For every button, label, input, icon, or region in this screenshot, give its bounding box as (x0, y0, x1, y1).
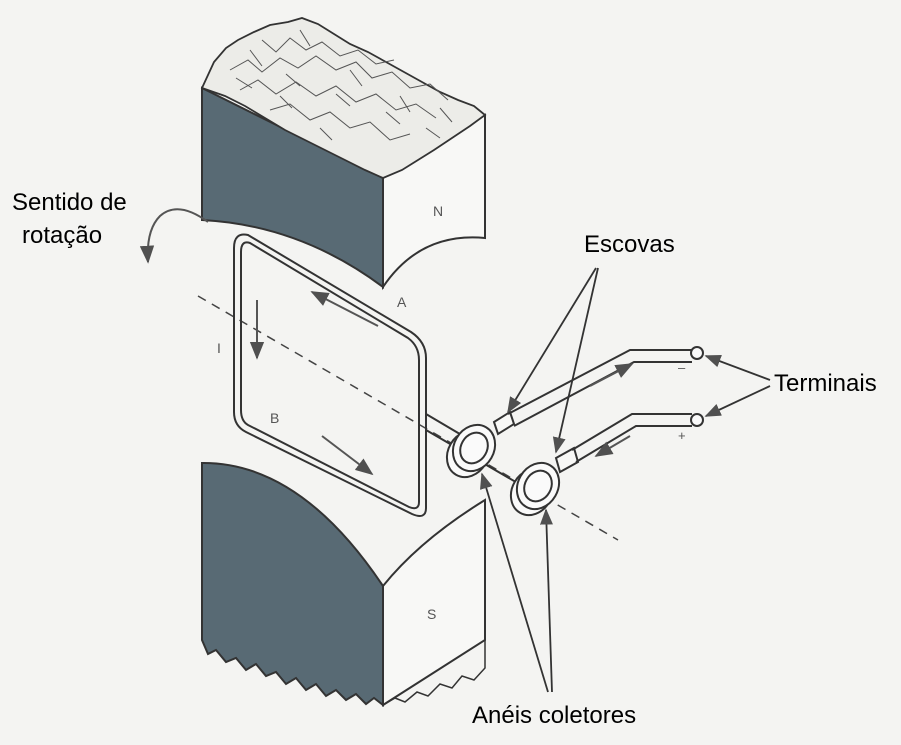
brushes-label: Escovas (584, 231, 675, 258)
south-pole-label: S (427, 606, 436, 622)
terminal-plus-post (690, 413, 704, 427)
slip-ring-1 (445, 423, 497, 479)
slip-ring-2 (509, 461, 561, 517)
rotation-label-line2: rotação (22, 222, 103, 249)
pointer-brushes-1 (507, 267, 597, 414)
side-a-label: A (397, 294, 407, 310)
slip-rings-label: Anéis coletores (472, 702, 637, 729)
north-pole-rough-top (200, 17, 487, 179)
current-label: I (217, 340, 221, 356)
pointer-terminals-2 (704, 385, 771, 417)
pointer-brushes-2 (552, 267, 599, 454)
current-arrow-bottom (321, 435, 374, 476)
brush-2 (554, 446, 580, 474)
coil-inner (240, 241, 420, 510)
north-pole-label: N (433, 203, 443, 219)
side-b-label: B (270, 410, 279, 426)
south-pole: S (201, 461, 486, 708)
current-arrow-top (310, 291, 379, 327)
lead-arrow-upper (589, 363, 634, 387)
pointer-slip-rings-2 (540, 508, 553, 693)
pointer-slip-rings-1 (480, 472, 549, 693)
south-pole-jagged-edge (382, 640, 486, 706)
terminal-minus-post (690, 346, 704, 360)
north-pole: N (200, 17, 487, 291)
north-pole-front-face (201, 86, 384, 289)
north-pole-side-face (382, 113, 486, 291)
terminal-plus-sign: + (678, 428, 686, 443)
rotation-direction-arrow (139, 208, 209, 264)
brush-1 (492, 410, 516, 436)
lead-wire-upper (507, 349, 692, 427)
terminals-label: Terminais (774, 370, 877, 397)
south-pole-front-face (201, 461, 384, 708)
north-pole-texture (229, 29, 453, 141)
terminal-minus-sign: – (678, 360, 686, 375)
lead-arrow-lower (594, 435, 631, 457)
rotation-label-line1: Sentido de (12, 189, 127, 216)
label-pointers (480, 267, 771, 693)
coil-outer (233, 233, 427, 517)
south-pole-side-face (382, 498, 486, 707)
pointer-terminals-1 (704, 355, 771, 381)
lead-wire-lower (571, 413, 692, 463)
